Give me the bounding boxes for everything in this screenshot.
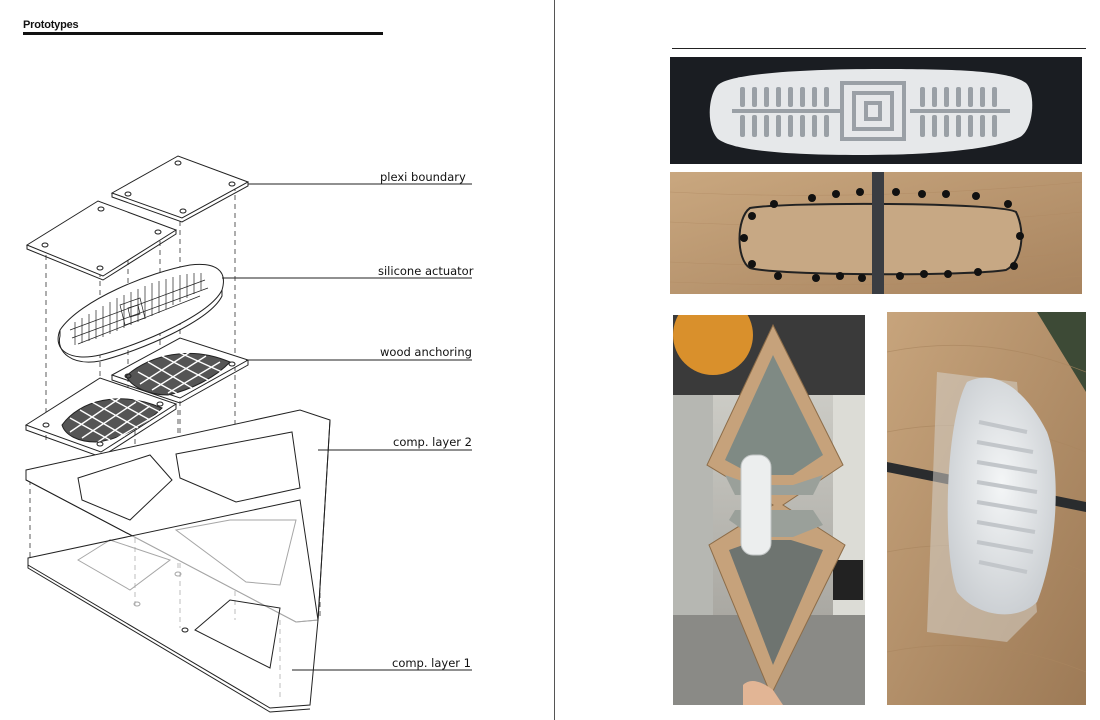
exploded-axonometric-diagram bbox=[24, 155, 472, 713]
label-comp-layer-2: comp. layer 2 bbox=[393, 435, 472, 449]
wood-anchoring-photo bbox=[670, 172, 1082, 294]
label-silicone-actuator: silicone actuator bbox=[378, 264, 474, 278]
label-plexi-boundary: plexi boundary bbox=[380, 170, 466, 184]
right-page bbox=[556, 0, 1100, 720]
leader-lines bbox=[222, 183, 472, 671]
wood-anchoring-layer bbox=[24, 337, 250, 458]
silicone-actuator-photo bbox=[670, 57, 1082, 164]
left-page: Prototypes bbox=[23, 19, 474, 713]
heading-rule bbox=[23, 32, 383, 35]
comp-layer-1 bbox=[27, 499, 319, 713]
page-spine bbox=[554, 0, 555, 720]
right-header-rule bbox=[672, 48, 1086, 49]
plexi-boundary-layer bbox=[25, 155, 250, 281]
silicone-actuator-layer bbox=[57, 263, 224, 363]
label-comp-layer-1: comp. layer 1 bbox=[392, 656, 471, 670]
label-wood-anchoring: wood anchoring bbox=[380, 345, 472, 359]
page-heading: Prototypes bbox=[23, 19, 79, 31]
actuator-closeup-photo bbox=[887, 312, 1086, 705]
frame-prototype-photo bbox=[673, 315, 865, 705]
